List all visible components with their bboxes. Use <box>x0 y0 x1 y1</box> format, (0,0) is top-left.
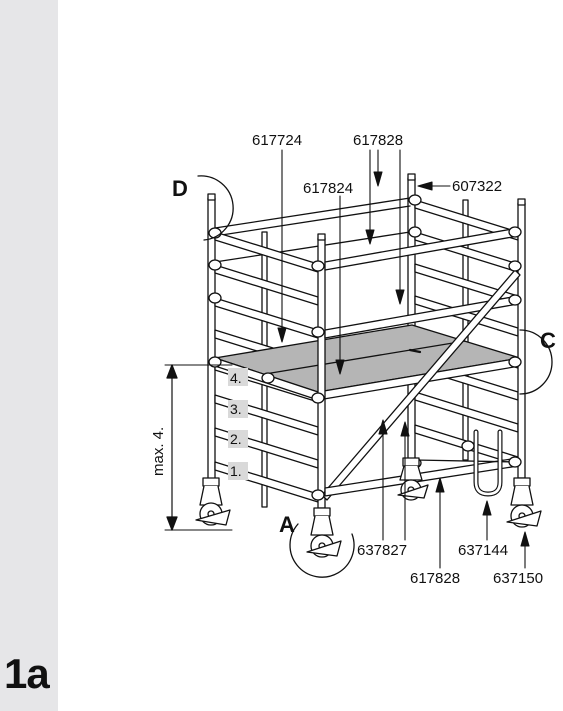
part-617828-bottom-label: 617828 <box>410 570 460 587</box>
castor-front-right <box>506 477 542 528</box>
detail-circle-c <box>519 329 553 395</box>
detail-label-c: C <box>540 328 556 353</box>
level-1-label: 1. <box>230 463 242 479</box>
part-637150-label: 637150 <box>493 570 543 587</box>
detail-label-d: D <box>172 176 188 201</box>
platform-deck <box>214 324 521 401</box>
level-2-label: 2. <box>230 431 242 447</box>
detail-circle-a <box>289 523 355 578</box>
side-bar <box>0 0 58 711</box>
part-617824-label: 617824 <box>303 180 353 197</box>
part-637144-label: 637144 <box>458 542 508 559</box>
part-637827-label: 637827 <box>357 542 407 559</box>
back-top-rails <box>214 197 411 263</box>
part-617724-label: 617724 <box>252 132 302 149</box>
height-dimension <box>164 364 233 531</box>
level-markers <box>228 368 248 480</box>
part-607322-label: 607322 <box>452 178 502 195</box>
leader-lines <box>277 149 530 569</box>
diagonal-brace <box>321 269 521 501</box>
detail-label-a: A <box>279 512 295 537</box>
base-connector <box>473 429 503 497</box>
detail-circle-d <box>197 175 234 241</box>
level-3-label: 3. <box>230 401 242 417</box>
level-4-label: 4. <box>230 370 242 386</box>
max-height-label: max. 4. <box>150 427 167 476</box>
part-617828-top-label: 617828 <box>353 132 403 149</box>
step-label: 1a <box>4 650 50 697</box>
castor-back-left <box>195 477 231 526</box>
castor-front-left <box>306 507 342 558</box>
